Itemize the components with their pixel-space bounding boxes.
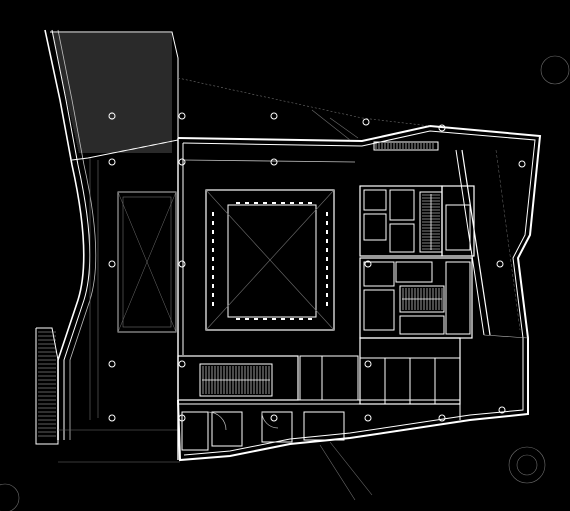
atrium-mullion	[212, 212, 214, 216]
column-marker	[496, 260, 504, 268]
bleacher-seating	[52, 33, 172, 153]
column-marker	[108, 158, 116, 166]
atrium-mullion	[236, 202, 240, 204]
column-marker	[108, 112, 116, 120]
outer-wall	[177, 124, 542, 462]
column-marker	[270, 112, 278, 120]
north-corridor	[177, 138, 439, 460]
column-marker	[108, 360, 116, 368]
column-marker	[498, 406, 506, 414]
column-marker	[364, 360, 372, 368]
atrium-mullion	[254, 202, 258, 204]
column-marker	[270, 414, 278, 422]
facade-curve-outer	[44, 29, 85, 440]
atrium-mullion	[326, 275, 328, 279]
atrium-mullion	[281, 202, 285, 204]
atrium-mullion	[212, 284, 214, 288]
column-marker	[178, 414, 186, 422]
atrium-mullion	[326, 302, 328, 306]
column-marker	[362, 118, 370, 126]
west-facade	[44, 29, 179, 440]
gallery-inner	[122, 196, 172, 328]
column-marker	[178, 158, 186, 166]
atrium-mullion	[290, 318, 294, 320]
column-marker	[178, 112, 186, 120]
facade-curve-inner	[51, 29, 91, 440]
column-marker	[438, 414, 446, 422]
central-atrium	[205, 189, 335, 331]
building-outline	[177, 124, 542, 462]
column-marker	[364, 414, 372, 422]
atrium-mullion	[290, 202, 294, 204]
column-marker	[438, 124, 446, 132]
atrium-mullion	[212, 275, 214, 279]
atrium-mullion	[212, 257, 214, 261]
column-marker	[108, 260, 116, 268]
atrium-mullion	[245, 202, 249, 204]
atrium-mullion	[299, 202, 303, 204]
site-lines	[0, 55, 570, 511]
atrium-mullion	[308, 318, 312, 320]
atrium-mullion	[212, 230, 214, 234]
column-marker	[108, 414, 116, 422]
atrium-mullion	[326, 266, 328, 270]
column-marker	[364, 260, 372, 268]
southwest-stair	[35, 327, 59, 445]
sw-stair-outline	[35, 327, 59, 445]
east-wing	[455, 149, 529, 339]
atrium-mullion	[272, 318, 276, 320]
atrium-mullion	[326, 248, 328, 252]
atrium-mullion	[326, 230, 328, 234]
south-service	[177, 355, 460, 451]
atrium-mullion	[254, 318, 258, 320]
atrium-mullion	[263, 202, 267, 204]
column-marker	[178, 260, 186, 268]
atrium-mullion	[236, 318, 240, 320]
structural-columns	[108, 112, 526, 422]
atrium-mullion	[326, 239, 328, 243]
atrium-mullion	[308, 202, 312, 204]
atrium-mullion	[212, 302, 214, 306]
atrium-inner	[227, 204, 317, 318]
atrium-mullion	[212, 248, 214, 252]
atrium-outer	[205, 189, 335, 331]
atrium-mullion	[326, 284, 328, 288]
atrium-mullion	[212, 239, 214, 243]
west-gallery	[117, 191, 177, 333]
south-stair	[199, 363, 273, 397]
atrium-mullion	[326, 257, 328, 261]
column-marker	[178, 360, 186, 368]
atrium-mullion	[212, 293, 214, 297]
atrium-mullion	[263, 318, 267, 320]
atrium-mullion	[326, 293, 328, 297]
east-core	[359, 185, 475, 420]
atrium-mullion	[281, 318, 285, 320]
atrium-mullion	[272, 202, 276, 204]
column-marker	[270, 158, 278, 166]
central-stair	[399, 285, 445, 313]
inner-wall	[182, 130, 536, 456]
atrium-mullion	[299, 318, 303, 320]
atrium-mullion	[212, 221, 214, 225]
column-marker	[518, 160, 526, 168]
bleacher-outline	[50, 31, 179, 161]
atrium-mullion	[245, 318, 249, 320]
atrium-mullion	[212, 266, 214, 270]
atrium-mullion	[326, 212, 328, 216]
atrium-mullion	[326, 221, 328, 225]
gallery-outer	[117, 191, 177, 333]
